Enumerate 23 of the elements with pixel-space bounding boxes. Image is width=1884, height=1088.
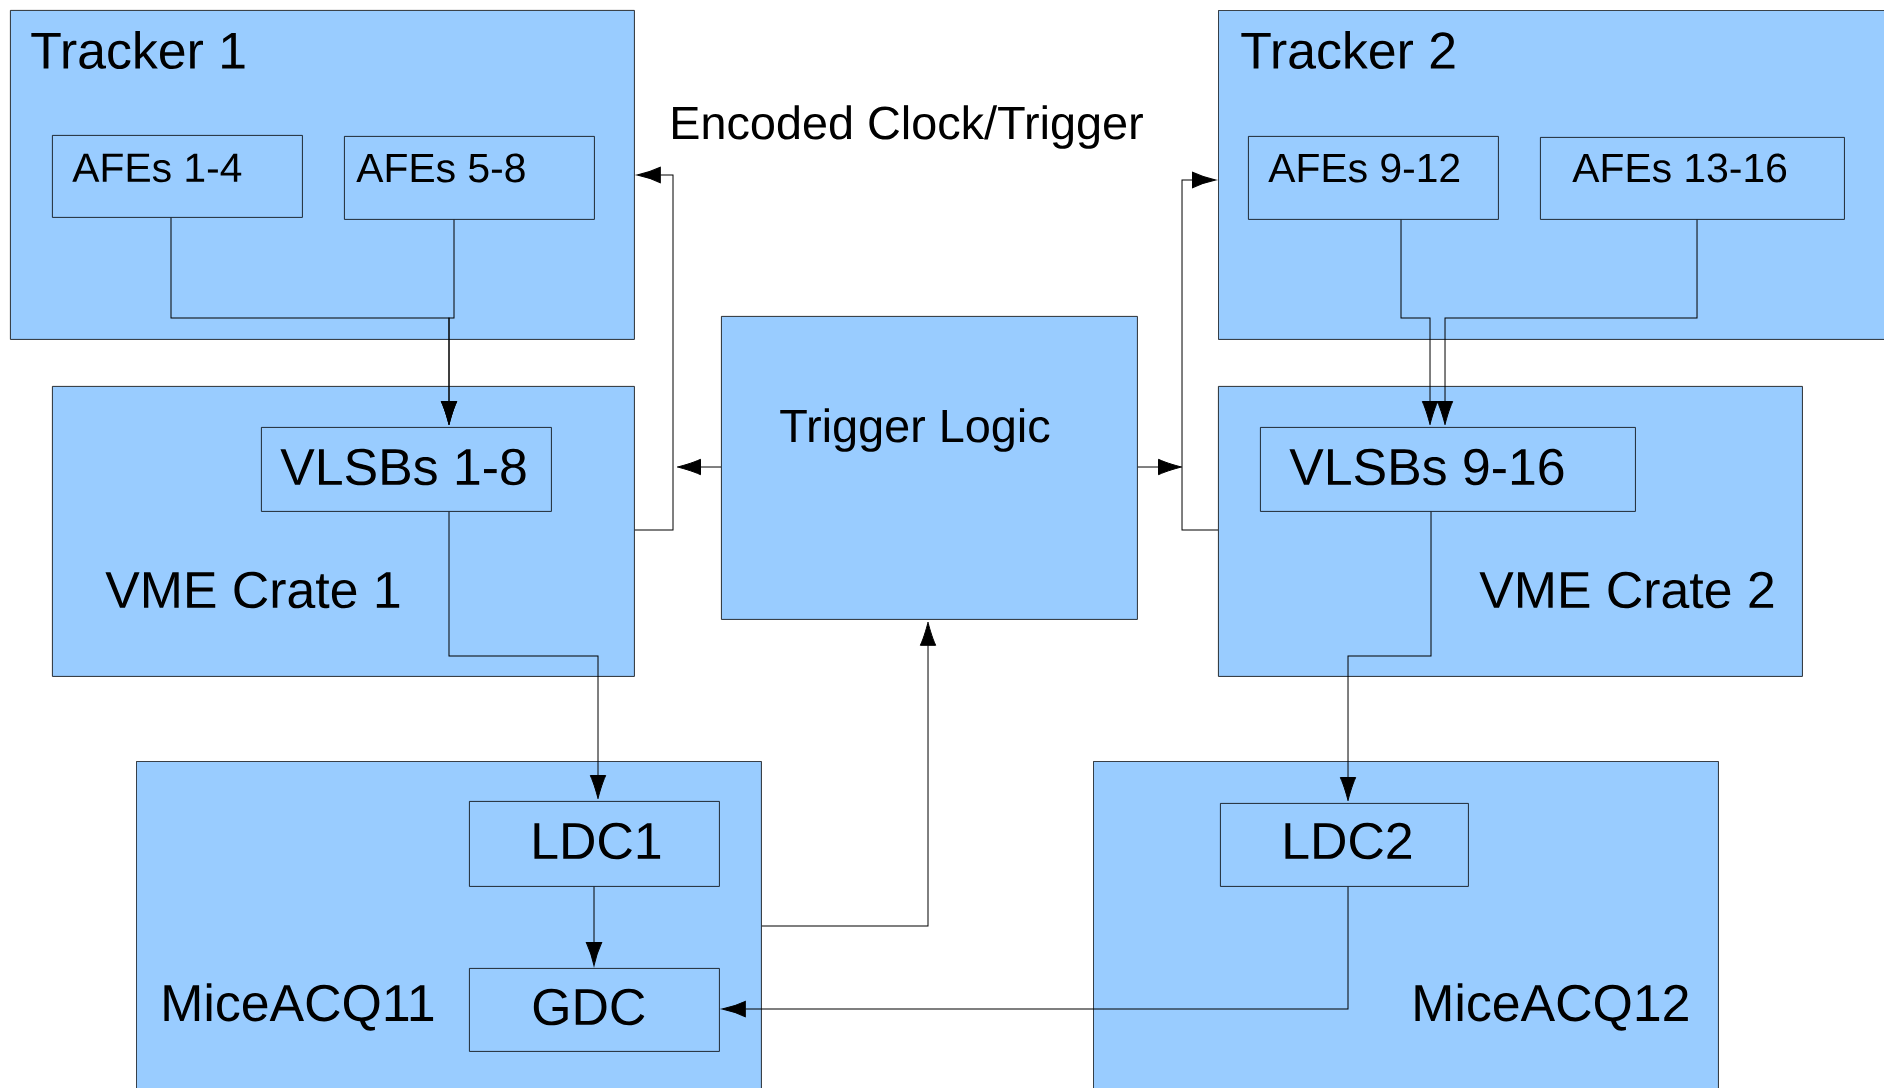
connector-arrow [1400, 219, 1439, 426]
component-box: VLSBs 1-8 [261, 427, 552, 512]
connector-arrow [721, 886, 1349, 1018]
connector-arrow [448, 511, 607, 800]
component-box: LDC2 [1220, 803, 1469, 887]
connector-arrow [1181, 171, 1219, 531]
connector-arrow [761, 621, 937, 927]
process-box: Trigger Logic [721, 316, 1138, 620]
component-box: AFEs 5-8 [344, 136, 595, 220]
component-box: AFEs 1-4 [52, 135, 303, 218]
component-box: AFEs 13-16 [1540, 137, 1845, 220]
component-box: GDC [469, 968, 720, 1052]
component-box: VLSBs 9-16 [1260, 427, 1636, 512]
connector-arrow [585, 886, 603, 967]
connector-arrow [440, 219, 458, 426]
component-box: AFEs 9-12 [1248, 136, 1499, 220]
connector-arrow [634, 166, 674, 531]
component-box: LDC1 [469, 801, 720, 887]
connector-arrow [1339, 511, 1432, 802]
signal-label: Encoded Clock/Trigger [673, 105, 1143, 149]
connector-arrow [1436, 219, 1698, 426]
connector-arrow [1137, 458, 1183, 476]
connector-arrow [676, 458, 722, 476]
